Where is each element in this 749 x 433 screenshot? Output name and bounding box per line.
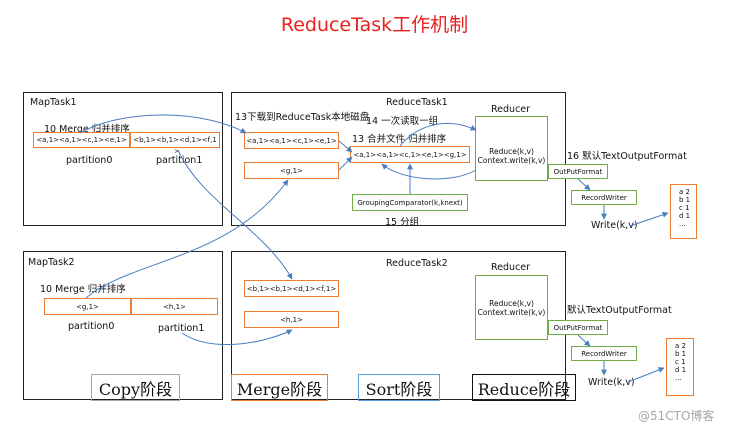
reducer2-output-file: a 2 b 1 c 1 d 1 ... [666, 338, 694, 396]
reducetask2-box-h: <h,1> [244, 311, 339, 328]
reducer1-default-format: 16 默认TextOutputFormat [567, 151, 687, 162]
arrow-r2-write-to-file [627, 367, 665, 383]
reducetask1-grouping-comparator: GroupingComparator(k,knext) [352, 194, 468, 211]
maptask1-label: MapTask1 [30, 97, 77, 108]
reducer2-default-format: 默认TextOutputFormat [567, 305, 672, 316]
reducetask2-box-b-text: <b,1><b,1><d,1><f,1> [246, 284, 337, 293]
reducer1-box: Reduce(k,v) Context.write(k,v) [475, 116, 548, 181]
maptask2-partition0-label: partition0 [68, 321, 115, 332]
reducer1-output-format-text: OutPutFormat [553, 167, 603, 176]
reducetask2-label: ReduceTask2 [386, 258, 448, 269]
maptask1-partition0-text: <a,1><a,1><c,1><e,1> [36, 136, 127, 144]
reducer2-context-write: Context.write(k,v) [477, 307, 546, 317]
maptask1-panel [23, 92, 223, 226]
reducer2-box: Reduce(k,v) Context.write(k,v) [475, 275, 548, 340]
arrow-r1-outputformat-to-writer [577, 178, 591, 191]
reducer1-output-file: a 2 b 1 c 1 d 1 ... [670, 184, 697, 239]
arrow-m1p0-to-r1a [79, 114, 247, 134]
reducer2-output-line: d 1 [675, 366, 687, 374]
reducetask1-download-step: 13下载到ReduceTask本地磁盘 [235, 112, 370, 123]
legend-sort-text: Sort阶段 [365, 379, 433, 399]
reducer1-context-write: Context.write(k,v) [477, 155, 546, 165]
reducer2-output-format-text: OutPutFormat [553, 323, 603, 332]
arrow-merged-to-reducer1 [399, 123, 477, 147]
reducer1-output-line: ... [679, 220, 686, 228]
arrow-reducer1-loop [381, 163, 477, 180]
maptask2-partition1-label: partition1 [158, 323, 205, 334]
arrow-r1a-to-merged [338, 140, 353, 153]
watermark: @51CTO博客 [638, 409, 715, 423]
reducer2-write-label: Write(k,v) [588, 377, 635, 388]
diagram-title: ReduceTask工作机制 [280, 14, 469, 36]
reducetask1-label: ReduceTask1 [386, 97, 448, 108]
arrow-r2-outputformat-to-writer [577, 334, 591, 347]
reducetask1-box-g-text: <g,1> [280, 166, 303, 175]
reducer2-output-line: b 1 [675, 350, 687, 358]
reducetask2-box-b: <b,1><b,1><d,1><f,1> [244, 280, 339, 297]
reducer1-output-line: b 1 [679, 196, 691, 204]
reducetask1-merged-text: <a,1><a,1><c,1><e,1><g,1> [353, 150, 467, 159]
reducetask1-box-g: <g,1> [244, 162, 339, 179]
maptask1-partition0-label: partition0 [66, 155, 113, 166]
reducetask1-grouping-step: 15 分组 [385, 217, 420, 228]
reducer2-reduce-call: Reduce(k,v) [489, 298, 534, 308]
reducer1-write-label: Write(k,v) [591, 220, 638, 231]
reducer2-label: Reducer [491, 262, 531, 273]
reducer1-output-line: d 1 [679, 212, 691, 220]
maptask1-partition1-text-line2: > [174, 147, 180, 155]
maptask2-partition0-text: <g,1> [76, 302, 99, 311]
reducetask1-grouping-text: GroupingComparator(k,knext) [357, 198, 463, 207]
maptask1-partition1-text-line1: <b,1><b,1><d,1><f,1 [133, 135, 217, 144]
arrow-m2p0-to-r1g [85, 179, 289, 299]
maptask1-partition1-box: <b,1><b,1><d,1><f,1 [130, 132, 220, 148]
reducetask2-box-h-text: <h,1> [280, 315, 303, 324]
reducer2-output-line: ... [675, 374, 682, 382]
arrow-r1-write-to-file [629, 211, 669, 227]
legend-sort: Sort阶段 [358, 374, 440, 401]
arrow-r1g-to-merged [338, 156, 353, 171]
arrow-m1p1-to-r2b [177, 149, 293, 280]
legend-reduce-text: Reduce阶段 [477, 379, 571, 399]
reducetask1-read-group-step: 14 一次读取一组 [366, 116, 439, 127]
maptask2-partition1-text: <h,1> [163, 302, 186, 311]
reducer2-output-line: c 1 [675, 358, 686, 366]
maptask2-panel [23, 251, 223, 400]
reducetask1-merge-step: 13 合并文件 归并排序 [352, 134, 447, 145]
reducer2-record-writer: RecordWriter [571, 346, 637, 361]
maptask1-partition1-label: partition1 [156, 155, 203, 166]
legend-reduce: Reduce阶段 [472, 374, 576, 401]
reducer1-reduce-call: Reduce(k,v) [489, 146, 534, 156]
reducer2-record-writer-text: RecordWriter [581, 349, 627, 358]
legend-merge: Merge阶段 [231, 374, 328, 401]
arrow-m2p1-to-r2h [181, 329, 293, 345]
reducetask1-merged-box: <a,1><a,1><c,1><e,1><g,1> [350, 146, 470, 163]
reducer2-output-line: a 2 [675, 342, 686, 350]
reducer1-record-writer: RecordWriter [571, 190, 637, 205]
legend-copy: Copy阶段 [91, 374, 180, 401]
maptask2-partition1-box: <h,1> [131, 298, 218, 315]
legend-copy-text: Copy阶段 [98, 379, 173, 399]
reducer2-output-format: OutPutFormat [548, 320, 608, 335]
reducer1-output-line: c 1 [679, 204, 690, 212]
maptask2-merge-step: 10 Merge 归并排序 [40, 284, 126, 295]
reducetask1-box-a-text: <a,1><a,1><c,1><e,1> [246, 136, 337, 145]
reducetask1-box-a: <a,1><a,1><c,1><e,1> [244, 132, 339, 149]
legend-merge-text: Merge阶段 [236, 379, 323, 399]
reducer1-record-writer-text: RecordWriter [581, 193, 627, 202]
reducer1-label: Reducer [491, 104, 531, 115]
reducer1-output-line: a 2 [679, 188, 690, 196]
maptask2-partition0-box: <g,1> [44, 298, 131, 315]
maptask2-label: MapTask2 [28, 257, 75, 268]
reducer1-output-format: OutPutFormat [548, 164, 608, 179]
